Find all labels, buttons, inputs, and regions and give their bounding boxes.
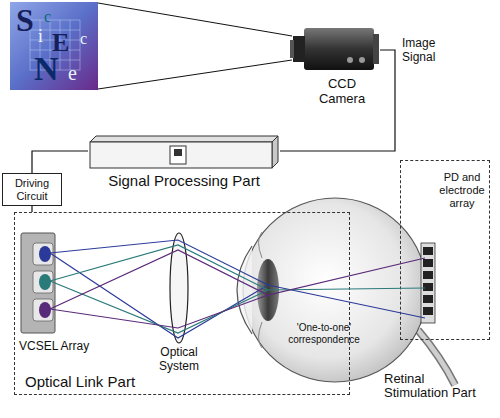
node-label: Signal Processing Part (88, 172, 280, 190)
camera-back (373, 34, 379, 64)
node-label: Optical System (149, 345, 209, 373)
vcsel-cell (33, 271, 53, 293)
image-letter: c (80, 30, 87, 48)
image-letter: N (34, 50, 59, 88)
node-label: Driving Circuit (3, 177, 61, 203)
vcsel-cell (33, 243, 53, 265)
image-letter: e (68, 62, 77, 85)
electrode (423, 307, 433, 315)
camera-node: CCD Camera (290, 20, 380, 110)
signal-wire (280, 50, 395, 151)
electrode (423, 247, 433, 255)
light-ray (50, 253, 268, 338)
cornea (237, 246, 252, 334)
node-label: Optical Link Part (25, 373, 135, 391)
device-top (90, 136, 278, 142)
group-box: Optical Link Part VCSEL Array Optical Syst… (14, 212, 350, 395)
emitter (39, 302, 51, 318)
camera-screw (359, 57, 365, 63)
device-slot (174, 149, 182, 156)
emitter (39, 274, 51, 290)
electrode (423, 271, 433, 279)
signal-wire (31, 206, 32, 212)
electrode-substrate (421, 243, 435, 323)
image-letter: c (44, 8, 51, 26)
camera-screw (347, 57, 353, 63)
node-label: PD and electrode array (435, 171, 489, 210)
vcsel-node: VCSEL Array (19, 229, 104, 369)
light-ray (50, 245, 425, 290)
text-label: 'One-to-one' correspondence (288, 322, 360, 346)
node-shape (290, 20, 380, 76)
camera-lens (290, 40, 294, 58)
camera-lens (293, 36, 305, 62)
edge-label: Image Signal (402, 36, 448, 64)
device-front (90, 142, 272, 168)
vcsel-cell (33, 299, 53, 321)
optical-lens (170, 233, 188, 343)
light-ray (50, 295, 268, 328)
electrode (423, 283, 433, 291)
node-shape (88, 134, 280, 170)
lens-node: Optical System (149, 231, 209, 381)
node-label: CCD Camera (312, 76, 372, 106)
light-ray (50, 250, 425, 309)
view-line (98, 60, 292, 89)
device-side (272, 136, 278, 168)
camera-body (304, 28, 374, 70)
image-letter: S (16, 2, 34, 39)
processor-node: Signal Processing Part (88, 134, 280, 194)
node-shape (19, 229, 59, 337)
emitter (39, 246, 51, 262)
light-ray (50, 281, 268, 333)
view-line (98, 3, 292, 36)
signal-wire (32, 151, 88, 173)
node-label: VCSEL Array (19, 339, 104, 353)
light-ray (50, 240, 425, 318)
eye-lens (257, 259, 279, 321)
node-shape (149, 231, 209, 345)
source-image (10, 2, 98, 90)
process-box: Driving Circuit (2, 173, 62, 206)
vcsel-chip (21, 233, 55, 333)
image-letter: i (38, 26, 43, 47)
electrode (423, 295, 433, 303)
electrode (423, 259, 433, 267)
group-box: PD and electrode array (400, 160, 490, 340)
device-slot (170, 146, 186, 164)
text-label: Retinal Stimulation Part (384, 372, 476, 400)
